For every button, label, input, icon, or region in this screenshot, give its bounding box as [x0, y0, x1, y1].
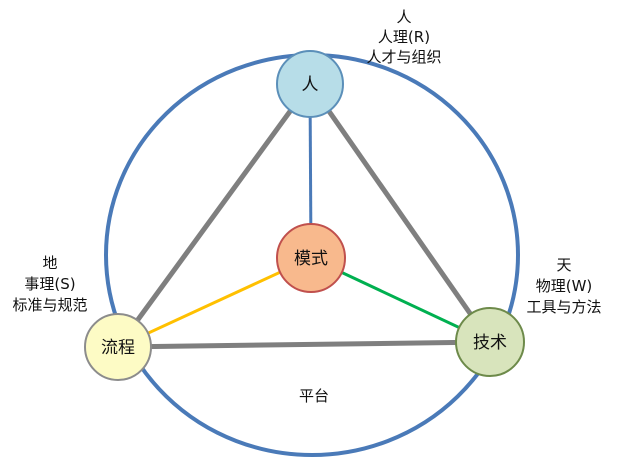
edge-top-left — [115, 82, 313, 349]
node-left-circle — [84, 313, 152, 381]
spoke-left — [117, 256, 312, 349]
annotation-bottom: 平台 — [299, 387, 329, 405]
annotation-right-line1: 天 — [556, 256, 571, 274]
edge-left-right — [117, 339, 491, 350]
edge-top-right — [307, 82, 493, 344]
node-top-label: 人 — [302, 75, 319, 95]
node-left: 流程 — [84, 313, 152, 381]
annotation-left: 地 事理(S) 标准与规范 — [12, 254, 87, 314]
annotation-top-line3: 人才与组织 — [366, 48, 441, 66]
annotation-top-line2: 人理(R) — [378, 28, 430, 46]
node-right-circle — [455, 307, 525, 377]
node-right: 技术 — [455, 307, 525, 377]
node-top-circle — [276, 50, 344, 118]
node-center-label: 模式 — [294, 249, 328, 269]
annotation-right: 天 物理(W) 工具与方法 — [526, 256, 601, 316]
annotation-right-line3: 工具与方法 — [526, 298, 601, 316]
node-left-label: 流程 — [101, 338, 135, 358]
annotation-left-line3: 标准与规范 — [12, 296, 87, 314]
annotation-right-line2: 物理(W) — [536, 277, 593, 295]
node-top: 人 — [276, 50, 344, 118]
node-center: 模式 — [276, 223, 346, 293]
annotation-top: 人 人理(R) 人才与组织 — [366, 8, 441, 66]
annotation-left-line2: 事理(S) — [24, 275, 75, 293]
node-right-label: 技术 — [473, 333, 507, 353]
annotation-top-line1: 人 — [396, 8, 411, 26]
annotation-left-line1: 地 — [42, 254, 57, 272]
node-center-circle — [276, 223, 346, 293]
